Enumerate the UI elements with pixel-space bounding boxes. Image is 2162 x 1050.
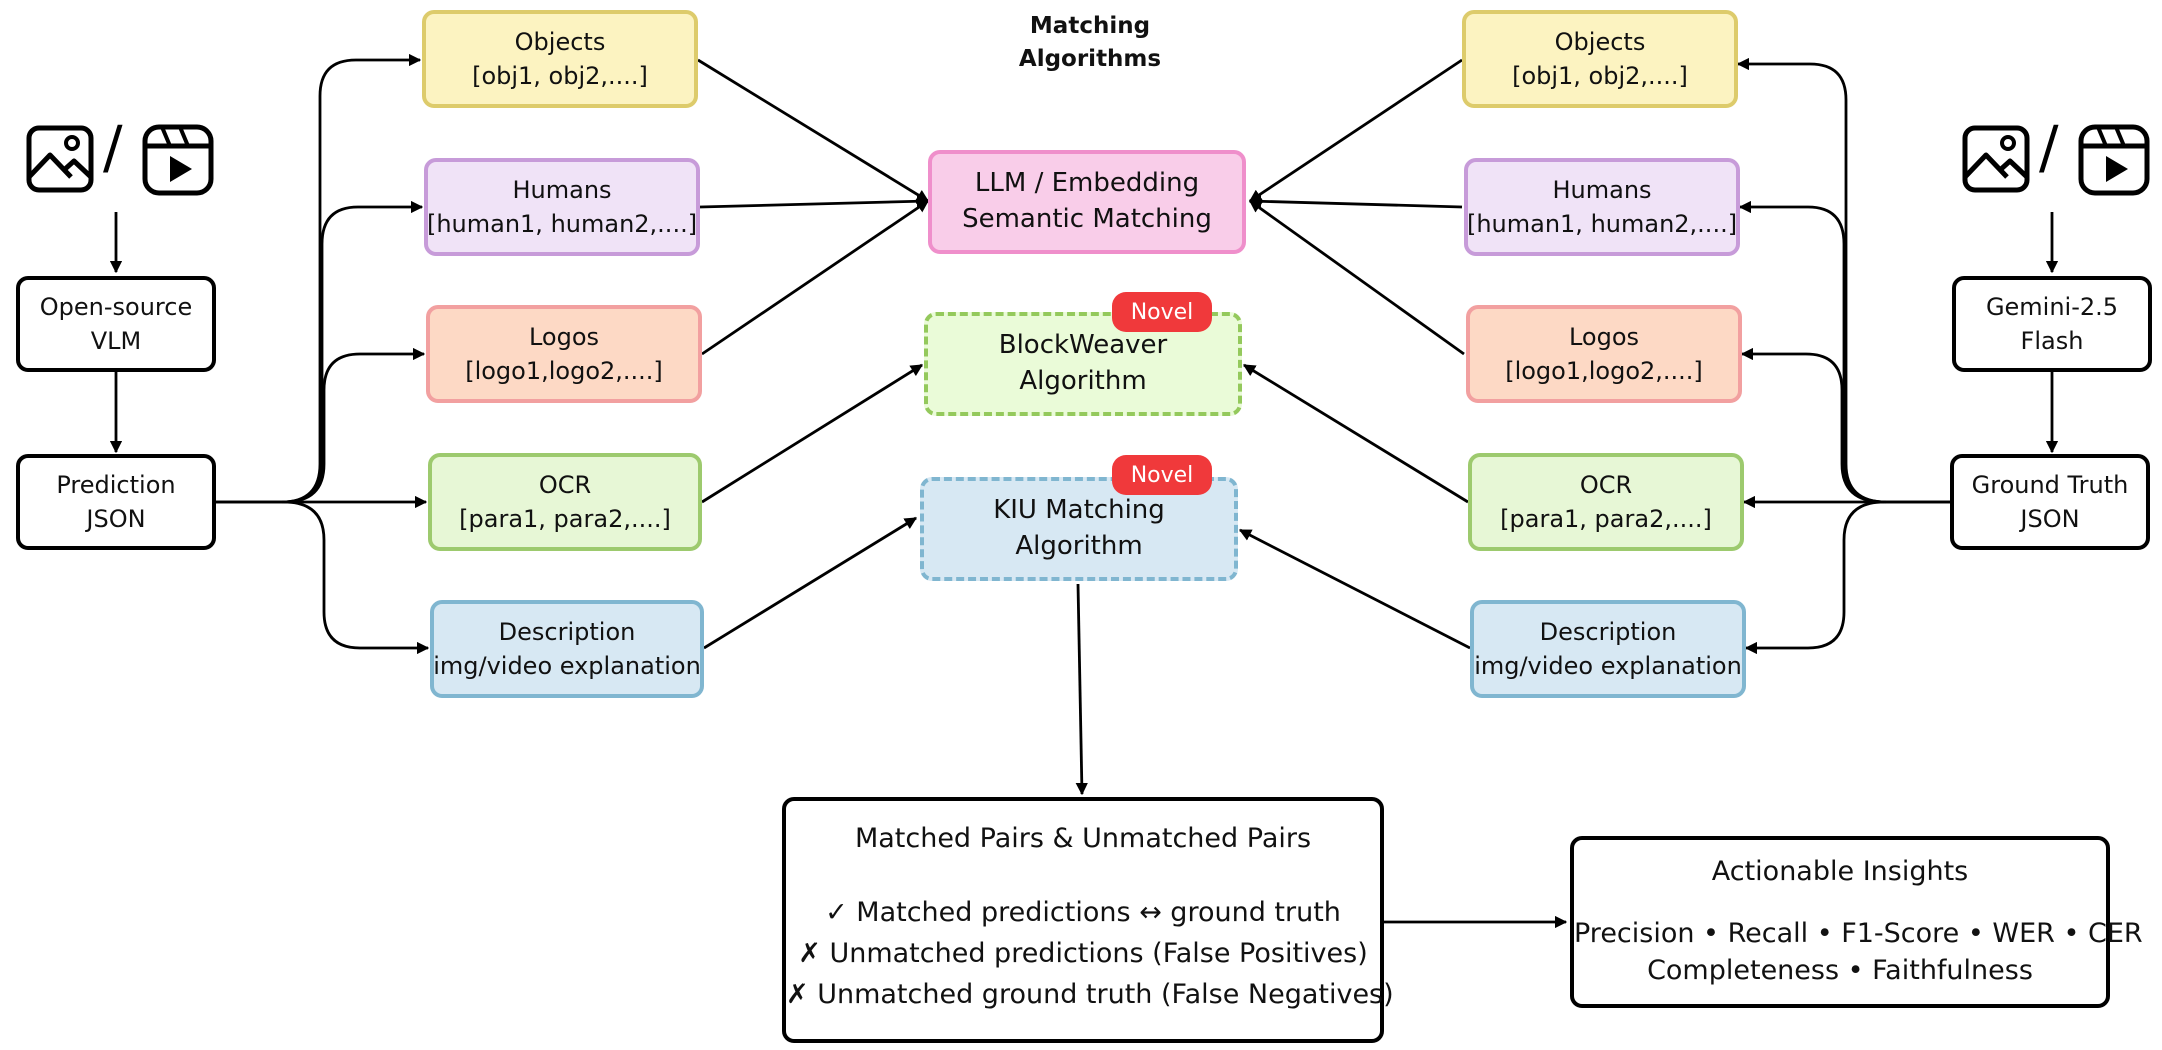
right-objects-box: Objects [obj1, obj2,....]: [1462, 10, 1738, 108]
left-description-box: Description img/video explanation: [430, 600, 704, 698]
title-line1: Matching: [1029, 13, 1151, 39]
blockweaver-novel-badge: Novel: [1112, 292, 1212, 332]
groundtruth-line1: Ground Truth: [1971, 470, 2129, 499]
matched-pairs-heading: Matched Pairs & Unmatched Pairs: [854, 823, 1312, 854]
ground-truth-json-box: Ground Truth JSON: [1950, 454, 2150, 550]
prediction-line2: JSON: [86, 505, 146, 533]
left-humans-items: [human1, human2,....]: [426, 210, 698, 238]
arrow-logos-to-llm: [701, 199, 930, 356]
left-objects-items: [obj1, obj2,....]: [472, 62, 648, 90]
title-line2: Algorithms: [1018, 46, 1162, 73]
right-objects-label: Objects: [1554, 27, 1646, 56]
kiu-novel-badge: Novel: [1112, 455, 1212, 495]
arrow-right-ocr-to-blockweaver: [1242, 363, 1469, 504]
right-description-label: Description: [1539, 617, 1677, 646]
right-logos-label: Logos: [1568, 322, 1640, 351]
arrow-groundtruth-to-logos: [1740, 347, 1885, 504]
right-humans-label: Humans: [1552, 175, 1652, 204]
prediction-json-box: Prediction JSON: [16, 454, 216, 550]
left-logos-label: Logos: [528, 322, 600, 351]
arrow-prediction-to-objects: [216, 53, 422, 504]
arrow-humans-to-llm: [699, 195, 930, 209]
right-humans-box: Humans [human1, human2,....]: [1464, 158, 1740, 256]
kiu-line2: Algorithm: [1015, 531, 1143, 561]
left-media-separator: /: [103, 113, 123, 181]
vlm-line2: VLM: [90, 327, 142, 355]
right-ocr-box: OCR [para1, para2,....]: [1468, 453, 1744, 551]
arrow-right-logos-to-llm: [1248, 199, 1465, 356]
actionable-insights-box: Actionable Insights Precision • Recall •…: [1570, 836, 2143, 1008]
left-logos-box: Logos [logo1,logo2,....]: [426, 305, 702, 403]
left-objects-label: Objects: [514, 27, 606, 56]
vlm-box: Open-source VLM: [16, 276, 216, 372]
unmatched-ground-truth-line: ✗ Unmatched ground truth (False Negative…: [786, 979, 1394, 1010]
left-description-label: Description: [498, 617, 636, 646]
arrow-description-to-kiu: [703, 516, 918, 650]
right-image-icon: [1962, 125, 2030, 193]
arrow-ocr-to-blockweaver: [701, 363, 924, 504]
insights-heading: Actionable Insights: [1711, 856, 1969, 887]
gemini-box: Gemini-2.5 Flash: [1952, 276, 2152, 372]
left-logos-items: [logo1,logo2,....]: [465, 357, 663, 385]
prediction-line1: Prediction: [56, 470, 176, 499]
blockweaver-line2: Algorithm: [1019, 366, 1147, 396]
right-media-separator: /: [2039, 113, 2059, 181]
llm-line1: LLM / Embedding: [974, 168, 1200, 199]
arrow-groundtruth-to-description: [1744, 500, 1885, 655]
right-video-icon: [2078, 124, 2150, 196]
left-description-items: img/video explanation: [433, 652, 701, 680]
left-humans-box: Humans [human1, human2,....]: [424, 158, 700, 256]
vlm-line1: Open-source: [39, 292, 193, 321]
left-image-icon: [26, 125, 94, 193]
groundtruth-line2: JSON: [2020, 505, 2080, 533]
gemini-line2: Flash: [2020, 327, 2084, 355]
matched-line: ✓ Matched predictions ↔ ground truth: [825, 897, 1341, 928]
insights-metrics-line1: Precision • Recall • F1-Score • WER • CE…: [1574, 918, 2143, 949]
left-ocr-label: OCR: [538, 470, 592, 499]
llm-embedding-box: LLM / Embedding Semantic Matching: [928, 150, 1246, 254]
matched-pairs-box: Matched Pairs & Unmatched Pairs ✓ Matche…: [782, 797, 1394, 1043]
llm-line2: Semantic Matching: [962, 204, 1212, 234]
gemini-line1: Gemini-2.5: [1985, 292, 2119, 321]
insights-metrics-line2: Completeness • Faithfulness: [1647, 955, 2033, 986]
left-humans-label: Humans: [512, 175, 612, 204]
right-description-box: Description img/video explanation: [1470, 600, 1746, 698]
arrow-prediction-to-description: [283, 500, 430, 655]
arrow-objects-to-llm: [697, 58, 930, 203]
left-ocr-box: OCR [para1, para2,....]: [428, 453, 702, 551]
unmatched-predictions-line: ✗ Unmatched predictions (False Positives…: [798, 938, 1368, 969]
right-objects-items: [obj1, obj2,....]: [1512, 62, 1688, 90]
arrow-prediction-to-logos: [283, 347, 426, 504]
left-objects-box: Objects [obj1, obj2,....]: [422, 10, 698, 108]
arrow-kiu-to-matched: [1075, 583, 1088, 796]
kiu-matching-box: KIU Matching Algorithm: [920, 477, 1238, 581]
right-ocr-label: OCR: [1579, 470, 1633, 499]
kiu-line1: KIU Matching: [993, 495, 1165, 526]
left-ocr-items: [para1, para2,....]: [459, 505, 671, 533]
right-logos-box: Logos [logo1,logo2,....]: [1466, 305, 1742, 403]
left-video-icon: [142, 124, 214, 196]
blockweaver-line1: BlockWeaver: [998, 330, 1168, 361]
arrow-right-objects-to-llm: [1248, 58, 1463, 203]
arrow-right-humans-to-llm: [1248, 195, 1463, 209]
arrow-right-description-to-kiu: [1238, 528, 1471, 650]
right-humans-items: [human1, human2,....]: [1466, 210, 1738, 238]
right-ocr-items: [para1, para2,....]: [1500, 505, 1712, 533]
right-description-items: img/video explanation: [1474, 652, 1742, 680]
matching-algorithms-title: Matching Algorithms: [960, 10, 1220, 77]
right-logos-items: [logo1,logo2,....]: [1505, 357, 1703, 385]
